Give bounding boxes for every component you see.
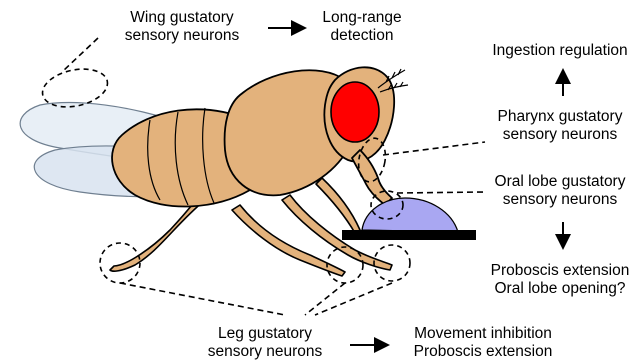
- movement-line2: Proboscis extension: [398, 343, 568, 361]
- pharynx-neurons-label: Pharynx gustatory sensory neurons: [480, 108, 640, 144]
- food-drop: [362, 198, 458, 232]
- wing-neurons-label: Wing gustatory sensory neurons: [102, 9, 262, 45]
- long-range-label: Long-range detection: [312, 9, 412, 45]
- long-range-line2: detection: [312, 27, 412, 45]
- oral-lobe-neurons-line2: sensory neurons: [480, 191, 640, 209]
- front-leg: [316, 178, 360, 233]
- wing-neurons-line1: Wing gustatory: [102, 9, 262, 27]
- movement-label: Movement inhibition Proboscis extension: [398, 325, 568, 361]
- movement-line1: Movement inhibition: [398, 325, 568, 343]
- ingestion-line1: Ingestion regulation: [480, 42, 640, 60]
- hind-leg-left: [110, 200, 205, 271]
- long-range-line1: Long-range: [312, 9, 412, 27]
- pharynx-neurons-line1: Pharynx gustatory: [480, 108, 640, 126]
- surface-bar: [342, 230, 476, 240]
- proboscis-oral-line2: Oral lobe opening?: [480, 280, 640, 298]
- leg-neurons-line2: sensory neurons: [185, 343, 345, 361]
- ingestion-label: Ingestion regulation: [480, 42, 640, 60]
- pharynx-neurons-line2: sensory neurons: [480, 126, 640, 144]
- proboscis-oral-label: Proboscis extension Oral lobe opening?: [480, 262, 640, 298]
- oral-lobe-neurons-label: Oral lobe gustatory sensory neurons: [480, 173, 640, 209]
- leg-neurons-label: Leg gustatory sensory neurons: [185, 325, 345, 361]
- eye: [331, 82, 379, 142]
- proboscis-oral-line1: Proboscis extension: [480, 262, 640, 280]
- proboscis: [352, 150, 392, 205]
- wing-neurons-line2: sensory neurons: [102, 27, 262, 45]
- oral-lobe-neurons-line1: Oral lobe gustatory: [480, 173, 640, 191]
- leg-neurons-line1: Leg gustatory: [185, 325, 345, 343]
